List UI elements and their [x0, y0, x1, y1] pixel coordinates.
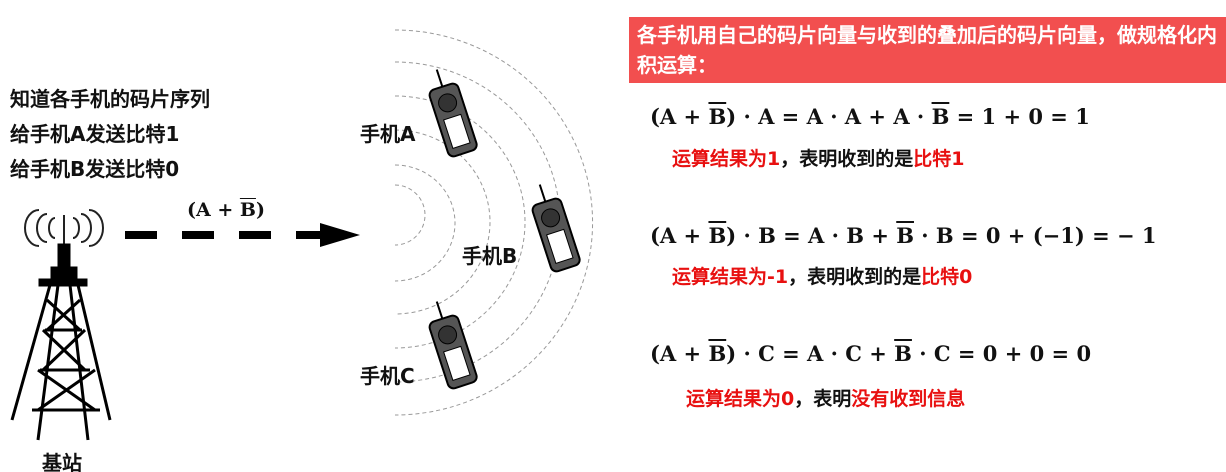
- base-station-label: 基站: [42, 451, 82, 472]
- text-fragment: B: [708, 104, 727, 129]
- text-fragment: · C = 0 + 0 = 0: [911, 341, 1092, 366]
- text-fragment: ) · C = A · C +: [726, 341, 895, 366]
- equation-b: (A + B) · B = A · B + B · B = 0 + (−1) =…: [650, 223, 1157, 248]
- equation-a: (A + B) · A = A · A + A · B = 1 + 0 = 1: [650, 104, 1090, 129]
- text-fragment: = 1 + 0 = 1: [949, 104, 1090, 129]
- text-fragment: 运算结果为1: [672, 148, 781, 170]
- text-fragment: 比特1: [913, 148, 965, 170]
- signal-label: (A + B): [187, 199, 265, 221]
- text-fragment: (A +: [650, 223, 709, 248]
- text-fragment: 比特0: [921, 266, 973, 288]
- broadcast-waves-icon: [24, 209, 104, 247]
- text-fragment: B: [896, 223, 914, 248]
- intro-line: 知道各手机的码片序列: [10, 87, 210, 111]
- text-fragment: (A +: [650, 341, 709, 366]
- text-fragment: B: [931, 104, 950, 129]
- dashed-arrow: [125, 223, 360, 247]
- text-fragment: · B = 0 + (−1) = − 1: [913, 223, 1157, 248]
- result-a: 运算结果为1，表明收到的是比特1: [672, 144, 964, 171]
- text-fragment: B: [894, 341, 912, 366]
- intro-line: 给手机B发送比特0: [10, 157, 180, 181]
- text-fragment: B: [708, 223, 727, 248]
- phone-a-label: 手机A: [360, 122, 416, 146]
- result-b: 运算结果为-1，表明收到的是比特0: [672, 262, 972, 289]
- text-fragment: 没有收到信息: [851, 388, 966, 410]
- phone-c-label: 手机C: [360, 364, 415, 388]
- signal-suffix: ): [255, 199, 265, 221]
- text-fragment: ，表明收到的是: [788, 266, 922, 288]
- banner: 各手机用自己的码片向量与收到的叠加后的码片向量，做规格化内积运算：: [629, 17, 1226, 83]
- intro-text: 知道各手机的码片序列 给手机A发送比特1 给手机B发送比特0: [10, 82, 210, 187]
- phone-a-icon: [428, 69, 478, 158]
- result-c: 运算结果为0，表明没有收到信息: [686, 384, 965, 411]
- equation-c: (A + B) · C = A · C + B · C = 0 + 0 = 0: [650, 341, 1091, 366]
- intro-line: 给手机A发送比特1: [10, 122, 180, 146]
- signal-prefix: (A +: [187, 199, 240, 221]
- text-fragment: B: [708, 341, 727, 366]
- phone-c-icon: [428, 301, 478, 390]
- text-fragment: ，表明: [794, 388, 852, 410]
- text-fragment: ) · B = A · B +: [726, 223, 897, 248]
- tower-icon: [10, 243, 112, 441]
- text-fragment: (A +: [650, 104, 709, 129]
- phone-b-label: 手机B: [462, 244, 518, 268]
- phone-b-icon: [531, 184, 581, 273]
- text-fragment: ，表明收到的是: [780, 148, 914, 170]
- signal-overbar: B: [239, 199, 256, 221]
- text-fragment: ) · A = A · A + A ·: [726, 104, 932, 129]
- text-fragment: 运算结果为0: [686, 388, 795, 410]
- text-fragment: 运算结果为-1: [672, 266, 789, 288]
- diagram-graphics: [10, 29, 593, 441]
